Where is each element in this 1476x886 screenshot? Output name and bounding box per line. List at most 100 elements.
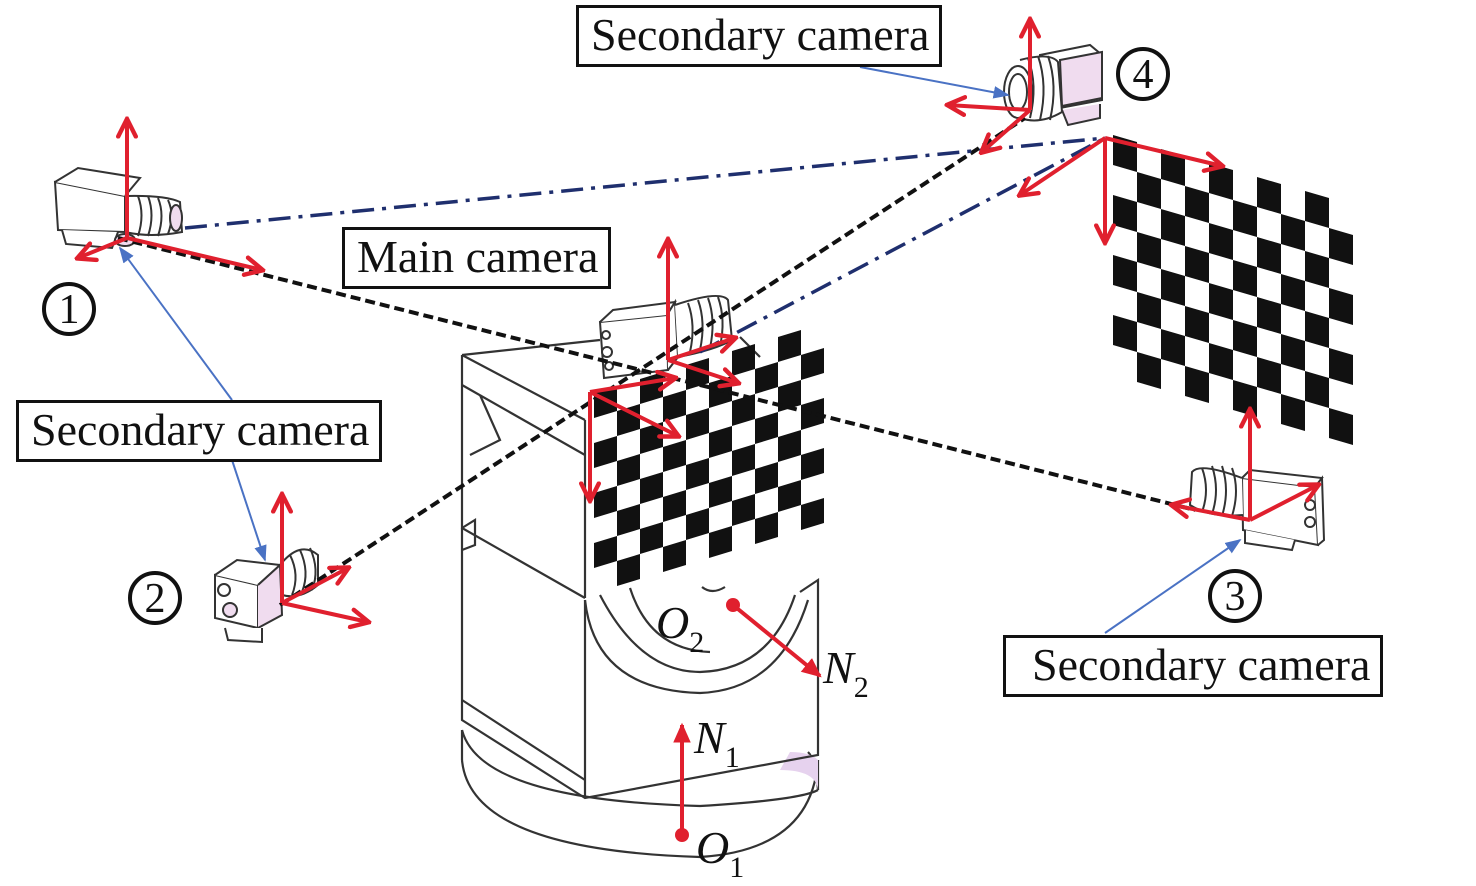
pan-tilt-body <box>460 336 820 859</box>
checkerboard-remote <box>1113 135 1353 445</box>
checker-square <box>778 330 801 362</box>
checker-square <box>1305 251 1329 288</box>
checker-square <box>1281 274 1305 311</box>
checker-square <box>1185 186 1209 223</box>
o1-point <box>675 828 689 842</box>
checker-square <box>1257 357 1281 394</box>
coordinate-axes <box>78 20 1318 835</box>
secondary-camera-label-left: Secondary camera <box>16 400 383 462</box>
camera-number-2: 2 <box>128 571 182 625</box>
checker-square <box>1137 292 1161 329</box>
checker-square <box>1185 306 1209 343</box>
checker-square <box>1137 172 1161 209</box>
checker-square <box>686 508 709 540</box>
checker-square <box>663 440 686 472</box>
checker-square <box>1233 320 1257 357</box>
checker-square <box>1161 269 1185 306</box>
checker-square <box>778 430 801 462</box>
checker-square <box>617 454 640 486</box>
cam1-axis-left <box>78 236 128 258</box>
checker-square <box>1281 214 1305 251</box>
checker-square <box>732 494 755 526</box>
dashed-line-cam1-cam3 <box>117 236 1196 512</box>
pointer-top-to-cam4 <box>859 66 1010 99</box>
main-board-axis-right <box>589 378 675 394</box>
checker-square <box>1281 394 1305 431</box>
o2-subscript: 2 <box>689 626 705 659</box>
checker-square <box>594 536 617 568</box>
checker-square <box>1161 149 1185 186</box>
checker-square <box>617 554 640 586</box>
checker-square <box>1329 228 1353 265</box>
cam2-axis-diag <box>281 568 348 605</box>
o1-symbol: O <box>696 822 730 873</box>
checker-square <box>732 444 755 476</box>
checker-square <box>801 448 824 480</box>
checker-square <box>640 522 663 554</box>
secondary-camera-label-top: Secondary camera <box>576 5 943 67</box>
checker-square <box>1137 352 1161 389</box>
dashdot-line-cam1-board <box>184 136 1106 230</box>
checker-square <box>801 398 824 430</box>
cam3-axis-left <box>1172 505 1251 522</box>
checker-square <box>1233 260 1257 297</box>
checker-square <box>1209 163 1233 200</box>
n2-arrow <box>731 603 822 678</box>
checker-square <box>709 426 732 458</box>
n1-symbol: N <box>694 712 725 763</box>
remote-board-axis-left <box>1020 136 1107 195</box>
camera-number-3: 3 <box>1208 569 1262 623</box>
checker-square <box>663 490 686 522</box>
checkerboard-main <box>594 330 824 586</box>
checker-square <box>686 458 709 490</box>
checker-square <box>755 512 778 544</box>
checker-square <box>1233 380 1257 417</box>
checker-square <box>1185 246 1209 283</box>
cam4-axis-down <box>982 108 1032 152</box>
checker-square <box>801 348 824 380</box>
n2-symbol: N <box>823 642 854 693</box>
main-cam-axis-diag <box>667 358 738 383</box>
dashed-line-cam2-cam4 <box>278 116 1027 607</box>
checker-square <box>1329 408 1353 445</box>
camera-number-4: 4 <box>1116 47 1170 101</box>
checker-square <box>1209 283 1233 320</box>
cam1-axis-right <box>126 236 262 270</box>
cam4-axis-left <box>948 105 1031 110</box>
checker-square <box>1113 195 1137 232</box>
checker-square <box>755 462 778 494</box>
secondary-camera-2 <box>214 547 319 644</box>
checker-square <box>709 476 732 508</box>
checker-square <box>1185 366 1209 403</box>
n2-label: N2 <box>823 645 869 703</box>
checker-square <box>1329 288 1353 325</box>
checker-square <box>1209 223 1233 260</box>
checker-square <box>709 526 732 558</box>
o1-label: O1 <box>696 825 744 883</box>
checker-square <box>778 380 801 412</box>
checker-square <box>1305 371 1329 408</box>
pointer-left-to-cam1 <box>118 246 233 401</box>
remote-board-axis-right <box>1104 136 1222 166</box>
main-cam-axis-right <box>667 338 735 362</box>
checker-square <box>686 408 709 440</box>
pointer-right-to-cam3 <box>1104 538 1242 634</box>
checker-square <box>1305 191 1329 228</box>
checker-square <box>1329 348 1353 385</box>
checker-square <box>594 436 617 468</box>
checker-square <box>1257 237 1281 274</box>
checker-square <box>1305 311 1329 348</box>
checker-square <box>1113 255 1137 292</box>
o2-symbol: O <box>656 597 690 648</box>
checker-square <box>755 412 778 444</box>
checker-square <box>732 394 755 426</box>
checker-square <box>801 498 824 530</box>
checker-square <box>1209 343 1233 380</box>
checker-square <box>1161 209 1185 246</box>
checker-square <box>1233 200 1257 237</box>
secondary-camera-4 <box>1003 43 1103 127</box>
checker-square <box>594 486 617 518</box>
secondary-camera-label-right: Secondary camera <box>1003 635 1384 697</box>
base-ring <box>460 759 820 859</box>
